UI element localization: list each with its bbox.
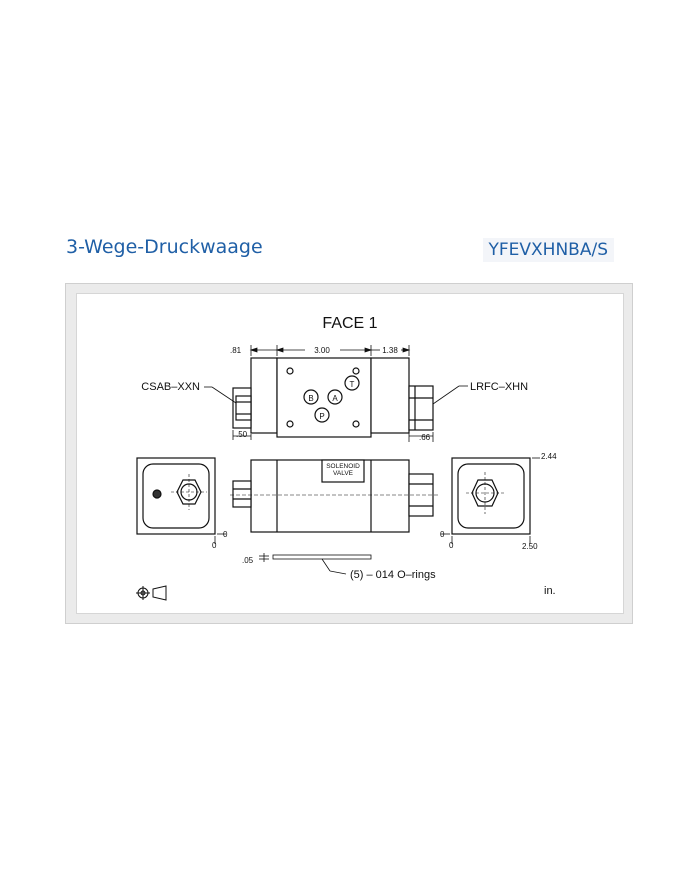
left-end-view (136, 457, 216, 535)
right-end-centerlines (466, 472, 504, 514)
dim-066: .66 (419, 433, 431, 442)
dim-zero-b: 0 (212, 541, 217, 550)
dim-244: 2.44 (541, 452, 557, 461)
left-end-centerlines (171, 474, 207, 510)
port-a-label: A (332, 394, 338, 403)
cartridge-leaders (204, 385, 468, 405)
left-cartridge-label: CSAB–XXN (141, 381, 200, 393)
dim-005: .05 (242, 556, 254, 565)
solenoid-label-1: SOLENOID (326, 463, 360, 470)
units-label: in. (544, 585, 556, 597)
right-cartridge-label: LRFC–XHN (470, 381, 528, 393)
oring-detail (259, 553, 372, 575)
dim-081: .81 (230, 346, 242, 355)
top-view (232, 357, 434, 438)
dim-zero-c: 0 (440, 530, 445, 539)
page-title: 3-Wege-Druckwaage (66, 236, 263, 258)
dim-zero-a: 0 (223, 530, 228, 539)
dim-250: 2.50 (522, 542, 538, 551)
model-code: YFEVXHNBA/S (482, 238, 614, 262)
drawing-area (76, 293, 624, 614)
dim-300: 3.00 (314, 346, 330, 355)
end-view-dimension-lines (214, 457, 540, 544)
dim-zero-d: 0 (449, 541, 454, 550)
solenoid-label-2: VALVE (333, 470, 354, 477)
right-end-view (451, 457, 531, 535)
face-label: FACE 1 (322, 315, 377, 332)
projection-symbol-icon (136, 585, 167, 601)
dim-138: 1.38 (382, 346, 398, 355)
port-p-label: P (319, 412, 324, 421)
port-b-label: B (308, 394, 313, 403)
dim-050: .50 (236, 430, 248, 439)
oring-label: (5) – 014 O–rings (350, 569, 436, 581)
top-dimension-lines (232, 345, 434, 442)
port-t-label: T (350, 380, 355, 389)
side-view (232, 459, 434, 533)
